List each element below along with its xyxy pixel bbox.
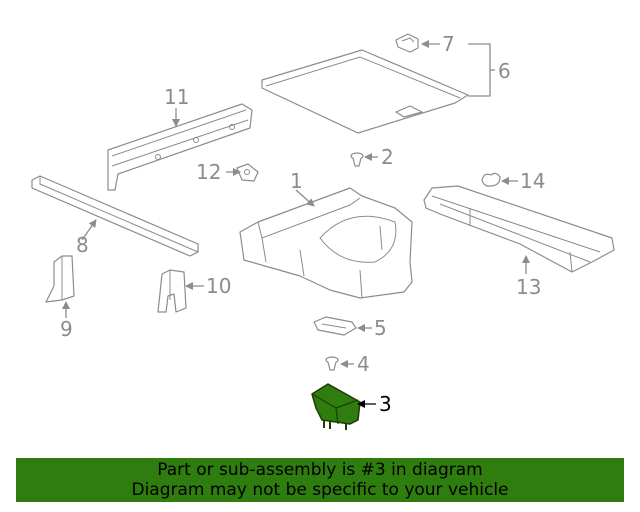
- part-13-sill-panel: [423, 185, 615, 273]
- callout-7: 7: [442, 32, 455, 56]
- parts-diagram: 1 2 3 4 5 6 7 8 9 10 11 12 13 14: [31, 32, 615, 430]
- callout-14: 14: [520, 169, 545, 193]
- banner-line-1: Part or sub-assembly is #3 in diagram: [157, 460, 483, 480]
- callout-12: 12: [196, 160, 221, 184]
- callout-3: 3: [379, 392, 392, 416]
- part-1-storage-tub: [239, 187, 413, 299]
- part-3-storage-bin: [311, 383, 361, 430]
- callout-6: 6: [498, 59, 511, 83]
- callout-2: 2: [381, 145, 394, 169]
- part-7-clip: [395, 33, 419, 53]
- part-6-floor-panel: [261, 49, 469, 134]
- callout-8: 8: [76, 233, 89, 257]
- part-12-clip: [236, 163, 259, 182]
- callout-9: 9: [60, 317, 73, 341]
- banner-line-2: Diagram may not be specific to your vehi…: [131, 480, 509, 500]
- info-banner: Part or sub-assembly is #3 in diagram Di…: [16, 458, 624, 502]
- part-2-push-clip: [350, 152, 364, 167]
- leader-lines: [62, 40, 530, 408]
- part-10-bracket: [157, 269, 187, 313]
- callout-1: 1: [290, 169, 303, 193]
- part-11-bracket: [107, 103, 253, 191]
- part-4-push-clip: [325, 356, 339, 371]
- callout-11: 11: [164, 85, 189, 109]
- callout-4: 4: [357, 352, 370, 376]
- part-5-pad: [313, 316, 357, 336]
- callout-13: 13: [516, 275, 541, 299]
- callout-labels: 1 2 3 4 5 6 7 8 9 10 11 12 13 14: [60, 32, 545, 416]
- part-14-clip: [481, 172, 501, 187]
- part-8-sill: [31, 175, 199, 257]
- part-9-bracket: [45, 255, 75, 303]
- callout-10: 10: [206, 274, 231, 298]
- callout-5: 5: [374, 316, 387, 340]
